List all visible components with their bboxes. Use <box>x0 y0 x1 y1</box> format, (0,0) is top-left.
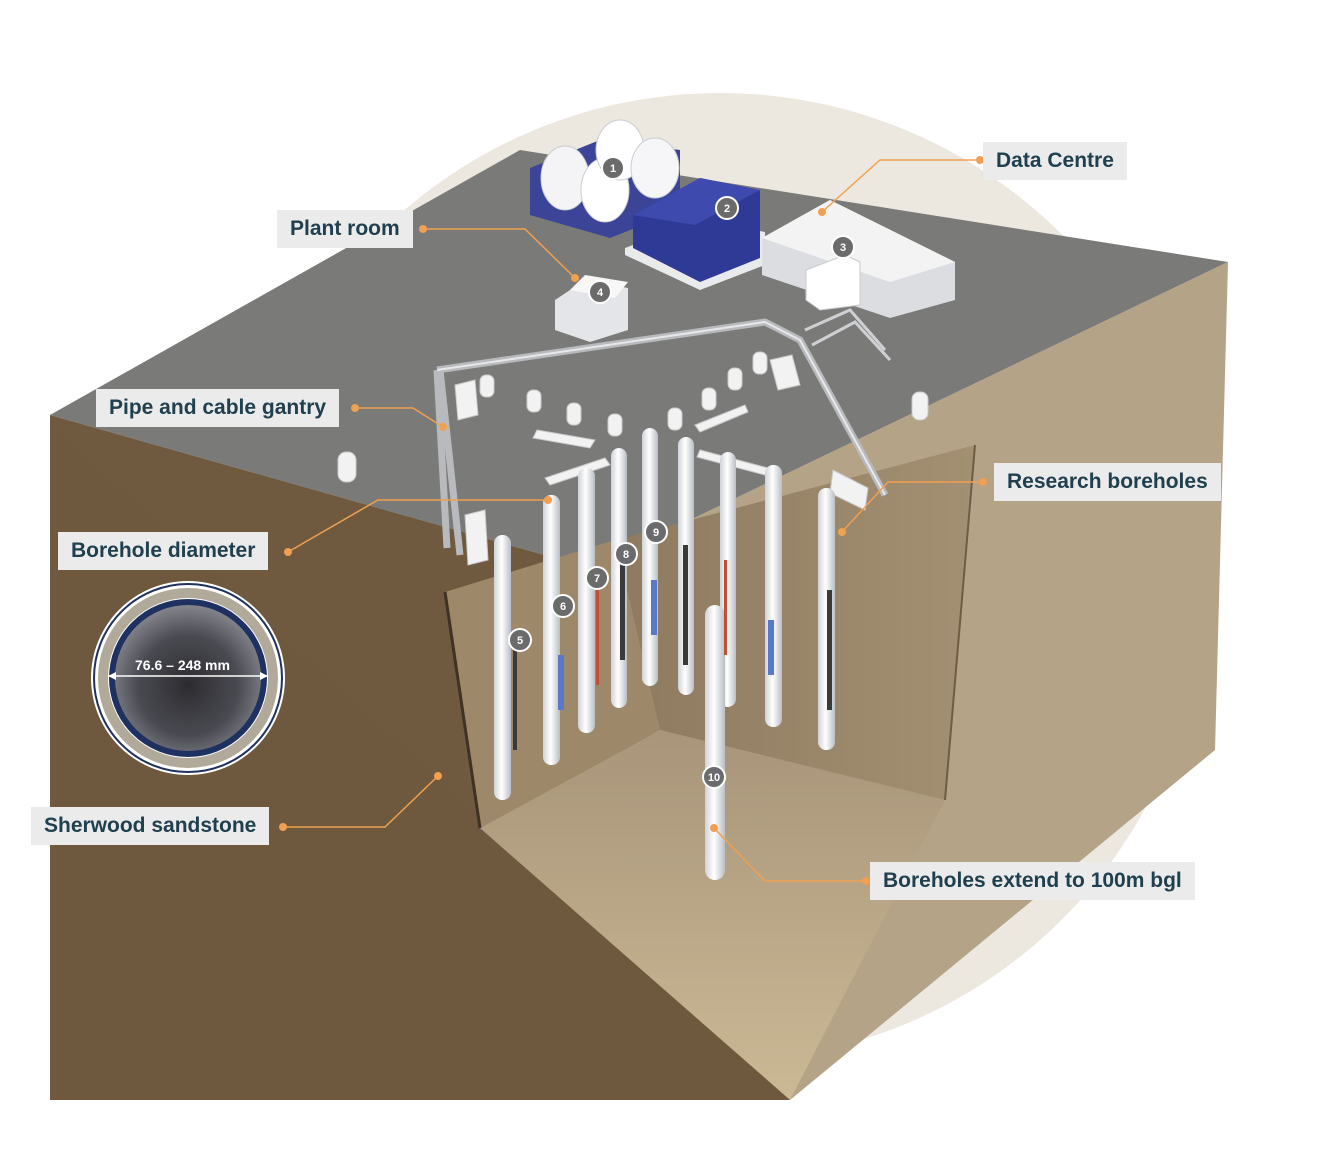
marker-3-text: 3 <box>840 242 846 254</box>
borehole-tubes <box>494 428 835 880</box>
marker-7-text: 7 <box>594 573 600 585</box>
markers: 1 2 3 4 5 6 7 8 9 10 <box>508 156 855 789</box>
marker-5: 5 <box>508 628 532 652</box>
marker-8-text: 8 <box>623 549 629 561</box>
label-plant-room: Plant room <box>277 210 413 248</box>
marker-7: 7 <box>585 566 609 590</box>
marker-2: 2 <box>715 196 739 220</box>
marker-2-text: 2 <box>724 203 730 215</box>
label-borehole-diameter: Borehole diameter <box>58 532 269 570</box>
leader-gantry <box>355 407 444 428</box>
label-gantry: Pipe and cable gantry <box>96 389 340 427</box>
marker-8: 8 <box>614 542 638 566</box>
leader-lines <box>283 159 983 882</box>
diameter-value: 76.6 – 248 mm <box>135 657 230 673</box>
stairs <box>804 308 892 362</box>
marker-4: 4 <box>588 280 612 304</box>
marker-9: 9 <box>644 520 668 544</box>
label-depth: Boreholes extend to 100m bgl <box>870 862 1195 900</box>
leader-depth <box>713 827 866 882</box>
leader-dots <box>279 156 987 885</box>
marker-1-text: 1 <box>610 163 616 175</box>
label-data-centre: Data Centre <box>983 142 1127 180</box>
marker-1: 1 <box>601 156 625 180</box>
data-centre-building <box>762 200 955 318</box>
marker-9-text: 9 <box>653 527 659 539</box>
marker-10: 10 <box>702 765 726 789</box>
label-sherwood-sandstone: Sherwood sandstone <box>31 807 270 845</box>
marker-6-text: 6 <box>560 601 566 613</box>
pit-floor <box>480 730 945 1100</box>
marker-6: 6 <box>551 594 575 618</box>
leader-plant-room <box>423 228 576 279</box>
diameter-disc <box>91 581 285 775</box>
pit-edge-right <box>944 444 976 801</box>
label-research-boreholes: Research boreholes <box>994 463 1221 501</box>
marker-3: 3 <box>831 235 855 259</box>
marker-10-text: 10 <box>708 772 720 784</box>
gantry-rail <box>436 320 886 496</box>
leader-diameter <box>287 499 548 553</box>
leader-sherwood <box>283 775 439 828</box>
pit-edge <box>443 591 482 829</box>
marker-4-text: 4 <box>597 287 604 299</box>
marker-5-text: 5 <box>517 635 523 647</box>
leader-research <box>841 481 983 533</box>
leader-data-centre <box>821 159 980 213</box>
